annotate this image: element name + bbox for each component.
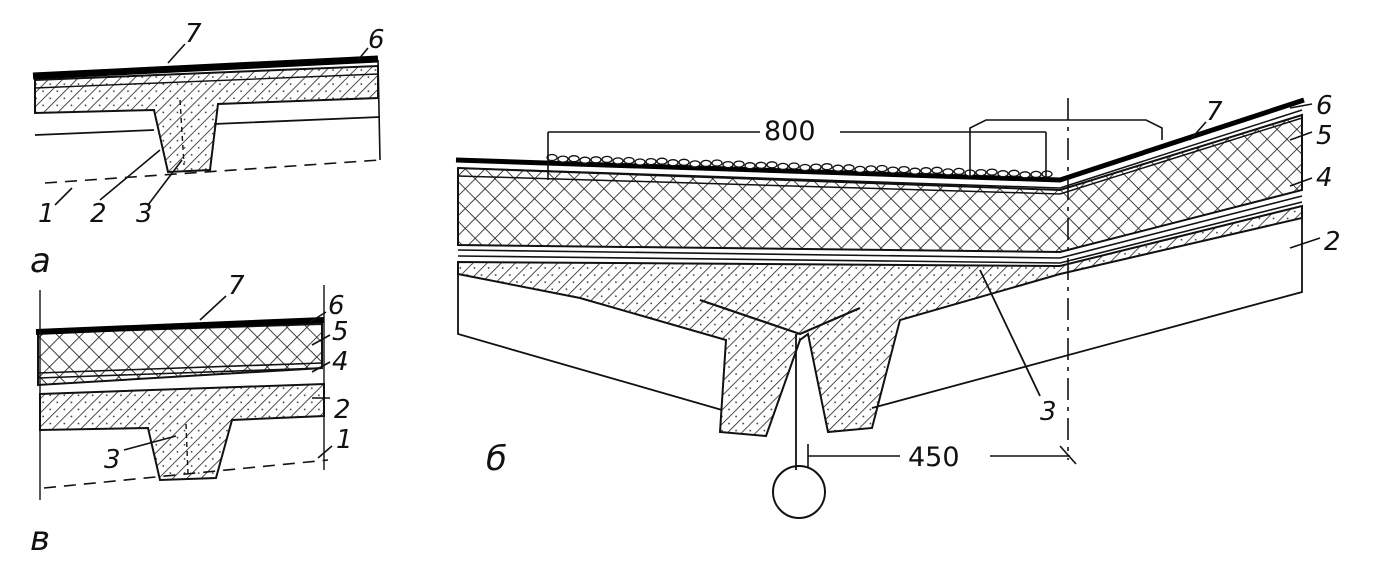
gravel-pebble: [788, 162, 800, 170]
panel-a-caption: а: [30, 241, 51, 281]
panel-v-label-7: 7: [228, 271, 245, 301]
gravel-pebble: [920, 167, 932, 175]
panel-a-label-3: 3: [136, 199, 153, 229]
gravel-pebble: [601, 155, 613, 164]
panel-v-label-5: 5: [332, 317, 349, 347]
panel-v: 7 6 5 4 2 3 1 в: [30, 271, 353, 559]
gravel-pebble: [766, 161, 778, 169]
panel-v-label-1: 1: [336, 425, 353, 455]
gravel-pebble: [733, 160, 745, 168]
gravel-pebble: [656, 157, 668, 165]
panel-b-dimension-450: 450: [908, 442, 960, 473]
gravel-pebble: [744, 162, 756, 170]
gravel-pebble: [777, 162, 789, 171]
gravel-pebble: [865, 165, 877, 173]
panel-b-label-2: 2: [1324, 227, 1341, 257]
panel-b-soffit-right: [871, 206, 1303, 409]
gravel-pebble: [854, 165, 866, 174]
gravel-pebble: [810, 163, 822, 171]
panel-a-label-7: 7: [185, 19, 202, 49]
gravel-pebble: [876, 164, 888, 173]
panel-b: 800 450 7 6 5 4 2 3 б: [455, 91, 1341, 519]
panel-a-dashed-line: [44, 159, 381, 184]
panel-v-slab: [39, 382, 325, 482]
gravel-pebble: [1030, 170, 1042, 179]
gravel-pebble: [1041, 170, 1053, 178]
gravel-pebble: [986, 168, 998, 176]
panel-v-dashed-line: [43, 459, 329, 489]
panel-a-membrane-7: [32, 55, 379, 80]
gravel-pebble: [568, 155, 580, 163]
gravel-pebble: [623, 156, 635, 165]
gravel-pebble: [953, 167, 965, 176]
gravel-pebble: [832, 164, 844, 172]
panel-a: 7 6 1 2 3 а: [30, 19, 385, 281]
panel-a-label-6: 6: [368, 25, 385, 55]
panel-b-label-7: 7: [1206, 97, 1223, 127]
panel-v-label-2: 2: [334, 395, 351, 425]
gravel-pebble: [898, 165, 910, 174]
gravel-pebble: [546, 153, 558, 162]
panel-v-caption: в: [30, 519, 50, 559]
panel-a-label-1: 1: [38, 199, 55, 229]
gravel-pebble: [711, 159, 723, 167]
gravel-pebble: [645, 157, 657, 166]
panel-b-label-5: 5: [1316, 121, 1333, 151]
panel-v-label-3: 3: [104, 445, 121, 475]
panel-b-label-3: 3: [1040, 397, 1057, 427]
panel-v-label-4: 4: [332, 347, 349, 377]
gravel-pebble: [579, 156, 591, 164]
gravel-pebble: [931, 166, 943, 174]
panel-v-label-6: 6: [328, 291, 345, 321]
gravel-pebble: [799, 163, 811, 172]
gravel-pebble: [1008, 169, 1020, 177]
panel-b-gravel: [546, 153, 1053, 179]
gravel-pebble: [722, 160, 734, 169]
panel-b-dimension-800: 800: [764, 116, 816, 147]
gravel-pebble: [700, 159, 712, 168]
panel-b-soffit-left: [457, 268, 723, 411]
panel-b-drain-icon: [772, 465, 826, 519]
gravel-pebble: [975, 168, 987, 177]
gravel-pebble: [997, 170, 1009, 178]
gravel-pebble: [755, 161, 767, 169]
panel-a-label-2: 2: [90, 199, 107, 229]
panel-b-caption: б: [486, 439, 507, 479]
gravel-pebble: [843, 164, 855, 172]
panel-b-membrane-7: [455, 97, 1305, 183]
gravel-pebble: [887, 166, 899, 174]
gravel-pebble: [942, 168, 954, 176]
panel-b-insulation-5: [457, 113, 1303, 254]
panel-b-label-4: 4: [1316, 163, 1333, 193]
gravel-pebble: [557, 155, 569, 163]
gravel-pebble: [612, 157, 624, 165]
panel-a-soffit: [34, 116, 381, 136]
gravel-pebble: [909, 167, 921, 175]
panel-b-label-6: 6: [1316, 91, 1333, 121]
gravel-pebble: [689, 160, 701, 168]
gravel-pebble: [634, 158, 646, 166]
gravel-pebble: [590, 156, 602, 164]
panel-v-membrane-7: [35, 317, 325, 335]
gravel-pebble: [1019, 171, 1031, 179]
gravel-pebble: [667, 159, 679, 167]
gravel-pebble: [821, 163, 833, 171]
gravel-pebble: [678, 158, 690, 166]
